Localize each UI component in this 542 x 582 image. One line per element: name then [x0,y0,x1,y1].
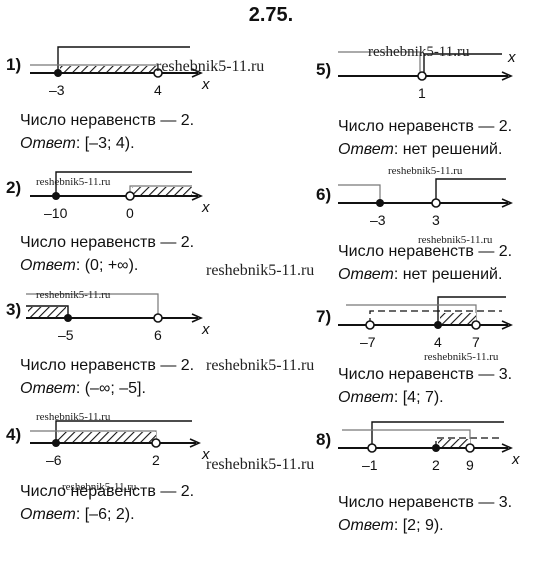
answer-value: : нет решений. [393,266,503,283]
number-line-6: –3 3 [338,178,513,228]
axis-label: x [507,49,516,66]
number-line-3: –5 6 x [26,293,210,343]
watermark: reshebnik5-11.ru [206,262,315,279]
inequality-count: Число неравенств — 2. [338,118,513,135]
answer-label: Ответ [20,380,76,397]
page-title: 2.75. [248,4,294,26]
answer-line: Ответ: (–∞; –5]. [20,380,146,398]
problem-number: 2) [6,178,22,197]
axis-label: x [511,451,520,468]
answer-value: : (–∞; –5]. [75,380,146,397]
answer-line: Ответ: нет решений. [338,141,502,159]
tick-label: 4 [434,334,442,350]
watermark: reshebnik5-11.ru [424,351,499,363]
axis-label: x [201,446,210,463]
tick-label: 1 [418,85,426,101]
answer-value: : нет решений. [393,141,503,158]
number-line-4: –6 2 x [30,420,210,468]
answer-line: Ответ: нет решений. [338,266,502,284]
answer-label: Ответ [338,266,394,283]
watermark: reshebnik5-11.ru [36,411,111,423]
tick-label: 3 [432,212,440,228]
tick-label: –5 [58,327,74,343]
axis-label: x [201,76,210,93]
problem-number: 4) [6,425,22,444]
number-line-1: –3 4 x [30,46,210,98]
answer-line: Ответ: [–3; 4). [20,135,135,153]
answer-value: : [–6; 2). [75,506,135,523]
answer-label: Ответ [20,506,76,523]
inequality-count: Число неравенств — 2. [20,483,195,500]
answer-label: Ответ [338,141,394,158]
problem-number: 8) [316,430,332,449]
problem-number: 5) [316,60,332,79]
tick-label: –6 [46,452,62,468]
tick-label: –3 [49,82,65,98]
answer-line: Ответ: [–6; 2). [20,506,135,524]
tick-label: 2 [152,452,160,468]
watermark: reshebnik5-11.ru [418,234,493,246]
tick-label: 0 [126,205,134,221]
answer-label: Ответ [20,257,76,274]
watermark: reshebnik5-11.ru [388,165,463,177]
inequality-count: Число неравенств — 3. [338,494,513,511]
inequality-count: Число неравенств — 3. [338,366,513,383]
tick-label: –3 [370,212,386,228]
answer-value: : [2; 9). [393,517,444,534]
number-line-7: –7 4 7 [338,296,513,350]
tick-label: 6 [154,327,162,343]
watermark: reshebnik5-11.ru [206,456,315,473]
answer-value: : [4; 7). [393,389,444,406]
tick-label: 2 [432,457,440,473]
number-line-2: –10 0 x [30,171,210,221]
tick-label: 4 [154,82,162,98]
answer-line: Ответ: [2; 9). [338,517,444,535]
problem-number: 7) [316,307,332,326]
answer-label: Ответ [20,135,76,152]
tick-label: –1 [362,457,378,473]
tick-label: –7 [360,334,376,350]
axis-label: x [201,321,210,338]
answer-value: : [–3; 4). [75,135,135,152]
inequality-count: Число неравенств — 2. [20,357,195,374]
watermark: reshebnik5-11.ru [36,176,111,188]
axis-label: x [201,199,210,216]
tick-label: 7 [472,334,480,350]
number-line-5: 1 x [338,49,516,101]
answer-line: Ответ: (0; +∞). [20,257,138,275]
problem-number: 6) [316,185,332,204]
inequality-count: Число неравенств — 2. [20,112,195,129]
problem-number: 1) [6,55,22,74]
answer-value: : (0; +∞). [75,257,139,274]
number-line-8: –1 2 9 x [338,421,520,473]
problem-number: 3) [6,300,22,319]
watermark: reshebnik5-11.ru [206,357,315,374]
answer-label: Ответ [338,517,394,534]
watermark: reshebnik5-11.ru [156,58,265,75]
tick-label: –10 [44,205,68,221]
inequality-count: Число неравенств — 2. [338,243,513,260]
watermark: reshebnik5-11.ru [36,289,111,301]
tick-label: 9 [466,457,474,473]
answer-label: Ответ [338,389,394,406]
answer-line: Ответ: [4; 7). [338,389,444,407]
inequality-count: Число неравенств — 2. [20,234,195,251]
watermark: reshebnik5-11.ru [62,481,137,493]
watermark: reshebnik5-11.ru [368,44,470,60]
